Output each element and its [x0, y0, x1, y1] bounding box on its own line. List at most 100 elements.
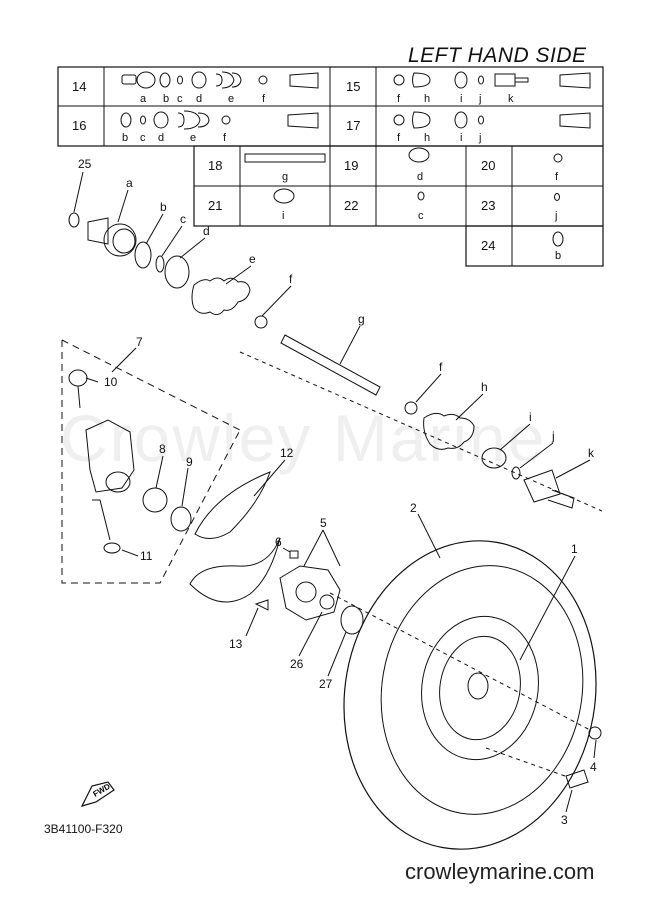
callout-9: 9: [186, 455, 193, 469]
callout-11: 11: [140, 549, 153, 563]
row18-letter: g: [282, 171, 288, 183]
band-d: [164, 255, 190, 289]
knuckle-group: [61, 339, 281, 611]
leader-lines: [73, 171, 597, 813]
row14-icons: [121, 71, 319, 89]
callout-8: 8: [159, 442, 166, 456]
callout-6: 6: [275, 535, 282, 549]
band-f2: [404, 401, 418, 415]
guard-12-bot: [189, 537, 281, 603]
callout-f: f: [289, 272, 293, 286]
ring-b: [134, 241, 152, 269]
row16-letter: c: [140, 132, 146, 144]
hub-group: [279, 550, 364, 635]
callout-12: 12: [280, 446, 294, 460]
row22-letter: c: [418, 210, 424, 222]
row16-number: 16: [72, 118, 86, 133]
page-title: LEFT HAND SIDE: [408, 44, 587, 67]
row17-number: 17: [346, 118, 360, 133]
row23-letter: j: [554, 210, 557, 222]
callout-f: f: [439, 360, 443, 374]
boot-h: [423, 412, 475, 450]
table-letters: a b c d e f f h i j k b c d e f f h i j …: [122, 93, 561, 262]
ball-joint-10: [68, 369, 88, 387]
callout-13: 13: [229, 637, 243, 651]
callout-7: 7: [136, 335, 143, 349]
diagram-code: 3B41100-F320: [44, 822, 123, 836]
callout-10: 10: [104, 375, 118, 389]
row15-letter: f: [397, 93, 401, 105]
callout-a: a: [126, 176, 133, 190]
row14-letter: b: [163, 93, 169, 105]
parts-table: [57, 66, 604, 267]
bolt-13: [254, 599, 269, 611]
callout-h: h: [481, 380, 488, 394]
callout-5: 5: [320, 516, 327, 530]
row15-letter: i: [460, 93, 462, 105]
row24-number: 24: [481, 238, 495, 253]
site-label: crowleymarine.com: [405, 859, 595, 884]
boot-e: [191, 277, 251, 316]
row15-letter: k: [508, 93, 514, 105]
stud-3: [565, 769, 589, 789]
row20-letter: f: [555, 171, 559, 183]
row17-letter: i: [460, 132, 462, 144]
row21-letter: i: [282, 210, 284, 222]
bolt-6: [289, 550, 299, 559]
row22-number: 22: [344, 198, 358, 213]
callout-1: 1: [571, 542, 578, 556]
row17-letter: h: [424, 132, 430, 144]
row21-number: 21: [208, 198, 222, 213]
cap-27: [340, 605, 364, 635]
outer-joint-a: [87, 217, 109, 245]
hub-5: [279, 565, 341, 621]
callout-e: e: [249, 252, 256, 266]
row16-letter: d: [158, 132, 164, 144]
row20-number: 20: [481, 158, 495, 173]
knuckle: [85, 419, 135, 493]
callout-27: 27: [319, 677, 333, 691]
callout-3: 3: [561, 813, 568, 827]
row14-letter: c: [177, 93, 183, 105]
row19-letter: d: [417, 171, 423, 183]
callout-labels: 25 a b c d e f g f h i j k 7 10 8 9 12 1…: [78, 157, 597, 827]
row16-letter: e: [190, 132, 196, 144]
row19-number: 19: [344, 158, 358, 173]
callout-j: j: [551, 429, 555, 443]
row18-21-icons: [244, 147, 564, 247]
row14-letter: a: [140, 93, 147, 105]
bearing-8: [142, 487, 168, 513]
callout-25: 25: [78, 157, 92, 171]
axis-lines: [239, 351, 603, 777]
callout-26: 26: [290, 657, 304, 671]
circlip-25: [68, 212, 80, 228]
nut-4: [588, 726, 602, 740]
row17-letter: f: [397, 132, 401, 144]
guard-12-top: [194, 471, 271, 539]
circlip-9: [170, 506, 192, 532]
callout-g: g: [358, 312, 365, 326]
ring-j: [511, 466, 521, 480]
wheel: [343, 540, 602, 850]
row16-letter: f: [223, 132, 227, 144]
row24-letter: b: [555, 250, 561, 262]
fwd-arrow: FWD: [80, 781, 115, 807]
callout-d: d: [203, 224, 210, 238]
row18-number: 18: [208, 158, 222, 173]
callout-k: k: [588, 446, 595, 460]
callout-c: c: [180, 212, 186, 226]
drive-shaft-assembly: [68, 212, 575, 509]
row15-number: 15: [346, 79, 360, 94]
callout-i: i: [529, 410, 532, 424]
row23-number: 23: [481, 198, 495, 213]
watermark: Crowley Marine: [60, 401, 547, 475]
bearing-26: [319, 594, 335, 610]
row14-number: 14: [72, 79, 86, 94]
table-text: 14 15 16 17 18 19 20 21 22 23 24: [72, 79, 495, 253]
row16-letter: b: [122, 132, 128, 144]
shaft-g: [280, 334, 381, 396]
ring-c: [155, 255, 165, 273]
row15-icons: [393, 71, 591, 89]
row17-letter: j: [478, 132, 481, 144]
